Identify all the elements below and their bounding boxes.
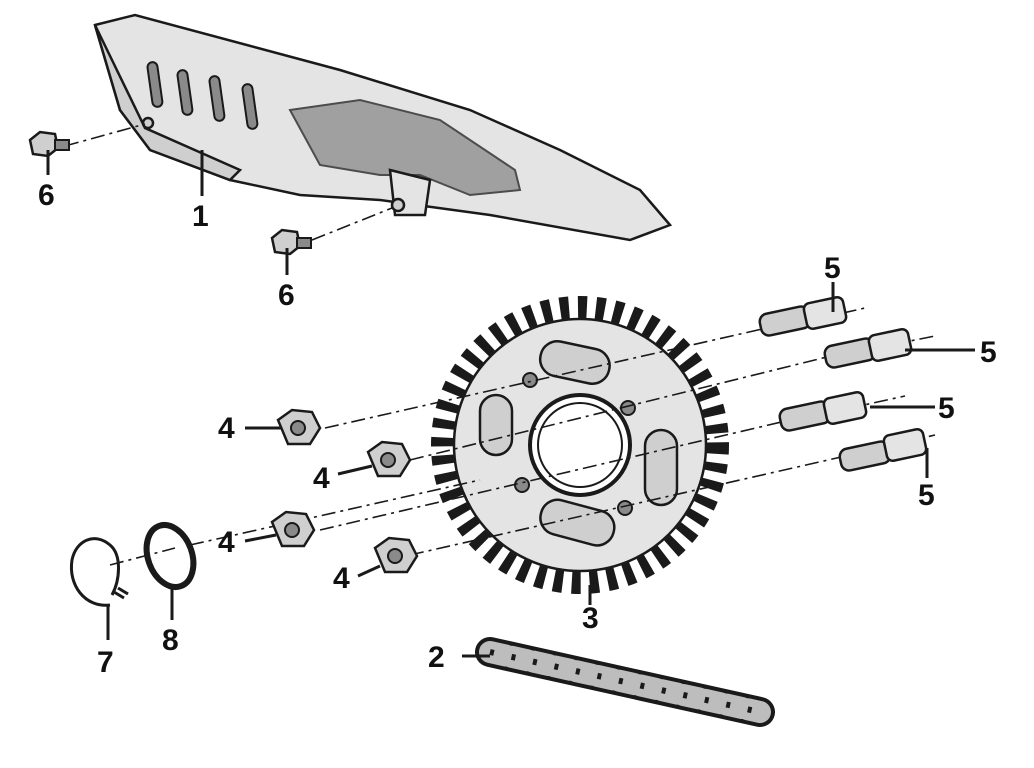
- chain-guard: [93, 13, 673, 242]
- callout-4-upper: 4: [218, 412, 235, 445]
- callout-labels: 1 2 3 4 4 4 4 5 5 5 5 6 6 7 8: [38, 179, 997, 679]
- ring-8: [143, 522, 197, 590]
- callout-8: 8: [162, 624, 179, 657]
- callout-2: 2: [428, 641, 445, 674]
- callout-4-bottom: 4: [333, 562, 350, 595]
- callout-7: 7: [97, 646, 114, 679]
- bolt-5-d: [838, 427, 928, 472]
- callout-6-lower: 6: [278, 279, 295, 312]
- bolt-5-a: [758, 295, 848, 337]
- callout-3: 3: [582, 602, 599, 635]
- nut-4-a: [276, 408, 322, 446]
- callout-5-top: 5: [824, 252, 841, 285]
- callout-4-middle: 4: [313, 462, 330, 495]
- callout-5-right-middle: 5: [938, 392, 955, 425]
- circlip-7: [69, 537, 129, 607]
- vent-slots: [146, 61, 259, 130]
- callout-5-right-upper: 5: [980, 336, 997, 369]
- callout-6-upper: 6: [38, 179, 55, 212]
- nut-4-c: [270, 510, 316, 548]
- drive-chain: [475, 637, 775, 727]
- callout-1: 1: [192, 200, 209, 233]
- bolt-5-c: [778, 390, 868, 432]
- screw-6-lower: [270, 207, 393, 256]
- nut-4-d: [373, 536, 419, 574]
- callout-5-bottom: 5: [918, 479, 935, 512]
- callout-4-lower: 4: [218, 526, 235, 559]
- rear-sprocket: [431, 296, 729, 594]
- nut-4-b: [366, 440, 412, 478]
- leader-lines: [46, 150, 975, 658]
- screw-6-upper: [28, 123, 146, 158]
- bolt-5-b: [823, 327, 913, 369]
